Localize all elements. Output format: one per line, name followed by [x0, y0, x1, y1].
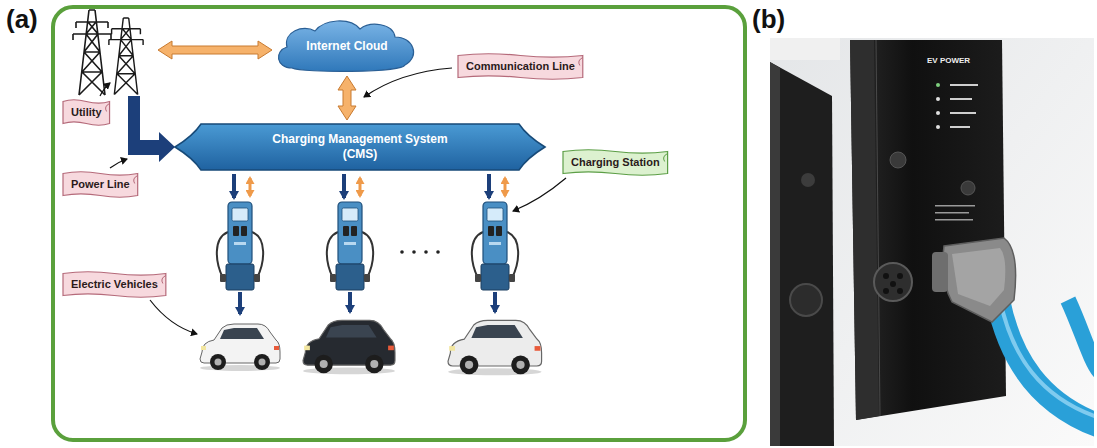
- callout-shape: [63, 172, 138, 198]
- electric-car: [303, 320, 395, 374]
- charging-station-icon: [217, 202, 263, 290]
- node-text: Utility: [71, 106, 102, 119]
- callout-tag: Communication Line: [455, 52, 586, 81]
- callout-shape: [563, 150, 668, 176]
- ellipsis-dots: [400, 250, 440, 254]
- cloud-shape: [278, 21, 413, 72]
- charging-station-icon: [472, 202, 518, 290]
- utility-link-arrow: [158, 41, 272, 59]
- callout-shape: [458, 54, 583, 80]
- electric-car: [200, 324, 280, 371]
- power-line: [128, 96, 175, 162]
- node-text: Electric Vehicles: [71, 278, 158, 291]
- charger-photo: [770, 38, 1094, 446]
- charge-arrows: [240, 292, 495, 314]
- callout-shape: [63, 100, 110, 126]
- callout-curl: [162, 275, 166, 283]
- callout-tag: Charging Station: [560, 148, 671, 177]
- transmission-tower: [109, 18, 143, 95]
- charging-station-icon: [327, 202, 373, 290]
- node-text: Communication Line: [466, 60, 575, 73]
- cloud-node: Internet Cloud: [272, 16, 422, 74]
- callout-tag: Electric Vehicles: [60, 270, 169, 299]
- callout-curl: [664, 153, 668, 161]
- callout-tag: Power Line: [60, 170, 141, 199]
- node-text: Charging Management System (CMS): [268, 132, 453, 162]
- callout-curl: [579, 57, 583, 65]
- system-banner: Charging Management System (CMS): [175, 122, 545, 172]
- callout-tag: Utility: [60, 98, 113, 127]
- feed-arrows: [234, 174, 505, 198]
- node-text: Charging Station: [571, 156, 660, 169]
- panel-label: (a): [6, 4, 38, 35]
- panel-label: (b): [752, 4, 785, 35]
- node-text: Internet Cloud: [306, 39, 387, 54]
- electric-car: [448, 320, 542, 375]
- callout-curl: [106, 103, 110, 111]
- leader-lines: [100, 68, 566, 334]
- device-brand: EV POWER: [927, 56, 970, 65]
- panel-border: [53, 7, 745, 440]
- callout-curl: [134, 175, 138, 183]
- callout-shape: [63, 272, 166, 298]
- transmission-tower: [73, 10, 111, 95]
- link-arrow: [338, 76, 356, 120]
- node-text: Power Line: [71, 178, 130, 191]
- banner-shape: [175, 124, 545, 170]
